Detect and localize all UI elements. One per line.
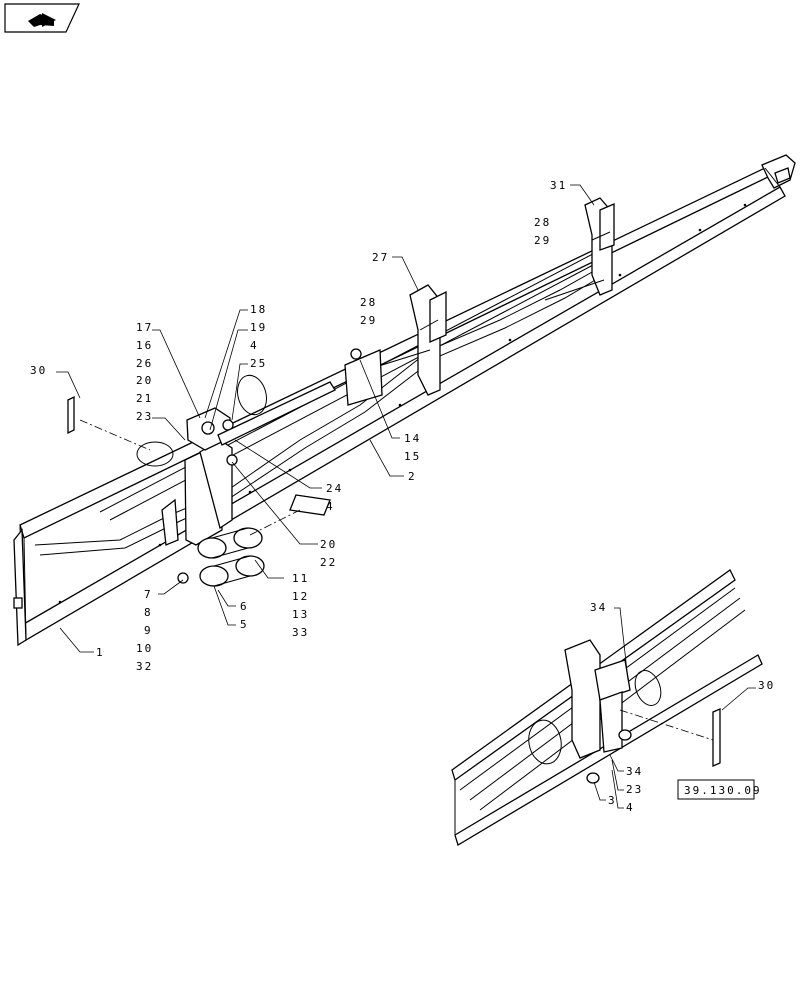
callout-20b: 20	[320, 538, 337, 551]
callout-23: 23	[136, 410, 153, 423]
callout-5: 5	[240, 618, 249, 631]
callout-19: 19	[250, 321, 267, 334]
callout-29b: 29	[534, 234, 551, 247]
callout-10: 10	[136, 642, 153, 655]
callout-30: 30	[30, 364, 47, 377]
tag-part	[67, 395, 721, 767]
inset-detail	[451, 569, 763, 846]
callout-22: 22	[320, 556, 337, 569]
callout-26: 26	[136, 357, 153, 370]
callout-28b: 28	[534, 216, 551, 229]
callout-17: 17	[136, 321, 153, 334]
callout-31: 31	[550, 179, 567, 192]
callout-18: 18	[250, 303, 267, 316]
callout-20: 20	[136, 374, 153, 387]
callout-7: 7	[144, 588, 153, 601]
callout-23b: 23	[626, 783, 643, 796]
callout-1: 1	[96, 646, 105, 659]
pivot-assembly	[136, 374, 336, 587]
callout-30b: 30	[758, 679, 775, 692]
reference-label: 39.130.09	[684, 784, 762, 797]
callout-25: 25	[250, 357, 267, 370]
callout-6: 6	[240, 600, 249, 613]
tower-bracket-left	[344, 284, 447, 406]
callout-4b: 4	[326, 500, 335, 513]
boom-frame	[13, 154, 796, 647]
callout-32: 32	[136, 660, 153, 673]
callout-28: 28	[360, 296, 377, 309]
callout-12: 12	[292, 590, 309, 603]
callout-24: 24	[326, 482, 343, 495]
callout-13: 13	[292, 608, 309, 621]
callout-16: 16	[136, 339, 153, 352]
callout-29: 29	[360, 314, 377, 327]
callout-21: 21	[136, 392, 153, 405]
callout-9: 9	[144, 624, 153, 637]
callout-4: 4	[250, 339, 259, 352]
callout-33: 33	[292, 626, 309, 639]
reference-link[interactable]: 39.130.09	[677, 779, 762, 800]
callout-8: 8	[144, 606, 153, 619]
callout-34: 34	[590, 601, 607, 614]
callout-3: 3	[608, 794, 617, 807]
callout-15: 15	[404, 450, 421, 463]
callouts: 30 17 16 26 20 21 23 18 19 4 25 24 4 20 …	[30, 179, 775, 814]
callout-14: 14	[404, 432, 421, 445]
next-page-button[interactable]	[4, 3, 80, 33]
callout-34b: 34	[626, 765, 643, 778]
callout-4c: 4	[626, 801, 635, 814]
callout-2: 2	[408, 470, 417, 483]
next-page-icon	[28, 13, 56, 27]
leader-lines	[56, 184, 756, 809]
callout-11: 11	[292, 572, 309, 585]
callout-27: 27	[372, 251, 389, 264]
tower-bracket-right	[544, 197, 615, 301]
